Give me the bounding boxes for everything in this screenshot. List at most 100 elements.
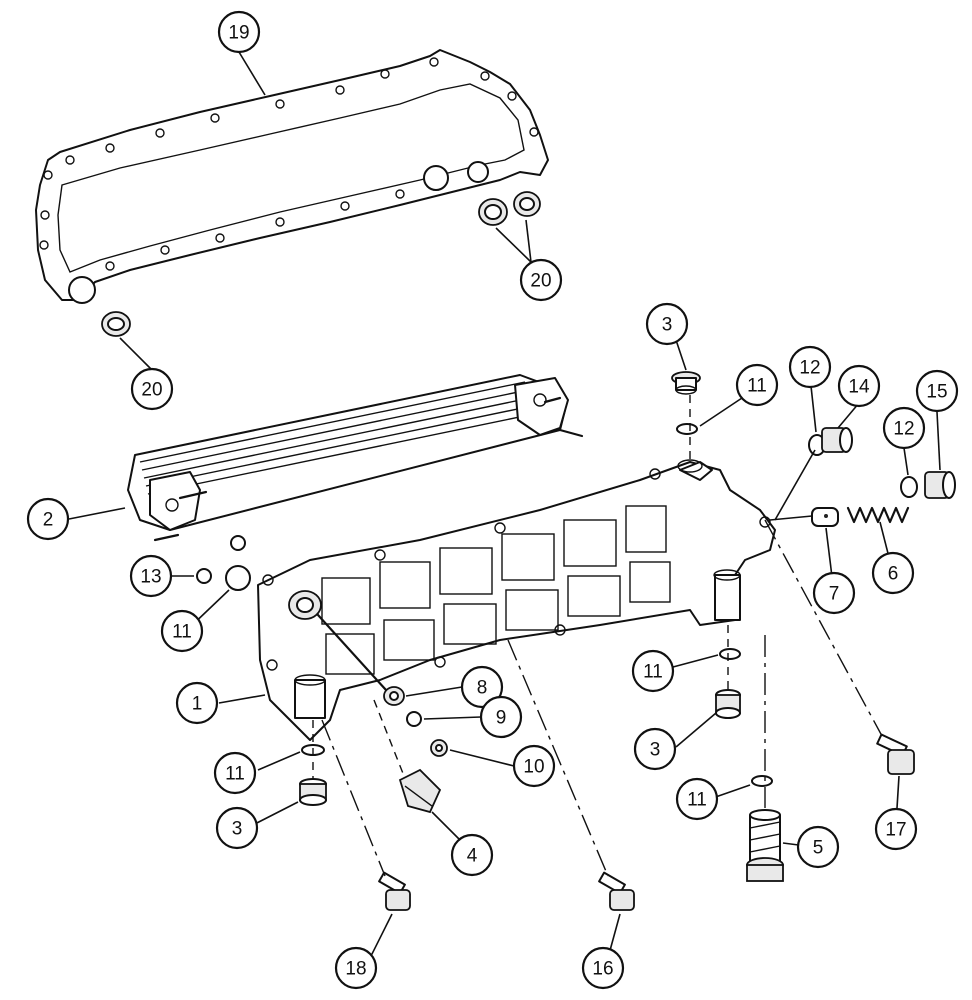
oring-11-left bbox=[225, 565, 251, 591]
callout-12: 12 bbox=[788, 345, 832, 389]
callout-layer: 1920203111214121521311761891011311341151… bbox=[26, 10, 959, 990]
callout-number: 11 bbox=[225, 764, 245, 785]
callout-circle bbox=[213, 751, 257, 795]
gasket-19 bbox=[35, 49, 549, 304]
callout-circle bbox=[217, 10, 261, 54]
callout-circle bbox=[874, 807, 918, 851]
piston-guide-line bbox=[769, 515, 813, 521]
callout-circle bbox=[160, 609, 204, 653]
callout-18: 18 bbox=[334, 946, 378, 990]
callout-circle bbox=[631, 649, 675, 693]
callout-number: 14 bbox=[848, 377, 870, 398]
callout-circle bbox=[633, 727, 677, 771]
callout-circle bbox=[735, 363, 779, 407]
callout-number: 3 bbox=[650, 740, 661, 761]
callout-number: 11 bbox=[643, 662, 663, 683]
callout-circle bbox=[175, 681, 219, 725]
callout-circle bbox=[460, 665, 504, 709]
bolt-5 bbox=[746, 809, 784, 882]
callout-3: 3 bbox=[633, 727, 677, 771]
callout-number: 12 bbox=[893, 419, 914, 440]
callout-8: 8 bbox=[460, 665, 504, 709]
callout-15: 15 bbox=[915, 369, 959, 413]
callout-number: 7 bbox=[829, 584, 840, 605]
oring-guide-line bbox=[774, 449, 816, 521]
washer-9 bbox=[406, 711, 422, 727]
callout-circle bbox=[450, 833, 494, 877]
callout-number: 6 bbox=[888, 564, 899, 585]
callout-number: 11 bbox=[747, 376, 767, 397]
plug-3-mid bbox=[715, 689, 741, 719]
callout-number: 3 bbox=[662, 315, 673, 336]
callout-number: 18 bbox=[345, 959, 366, 980]
housing-grid bbox=[321, 505, 671, 675]
callout-5: 5 bbox=[796, 825, 840, 869]
seal-20-right-a bbox=[478, 198, 508, 226]
oring-11-mid bbox=[719, 648, 741, 660]
callout-circle bbox=[334, 946, 378, 990]
oring-11-br bbox=[751, 775, 773, 787]
callout-10: 10 bbox=[512, 744, 556, 788]
callout-number: 19 bbox=[228, 23, 249, 44]
bolt-17 bbox=[876, 733, 915, 775]
spring-6 bbox=[846, 506, 910, 524]
callout-number: 10 bbox=[523, 757, 544, 778]
callout-number: 5 bbox=[813, 838, 824, 859]
callout-20: 20 bbox=[519, 258, 563, 302]
callout-number: 3 bbox=[232, 819, 243, 840]
seal-20-left bbox=[101, 311, 131, 337]
plug-3-top bbox=[671, 371, 701, 395]
callout-1: 1 bbox=[175, 681, 219, 725]
plug-3-bl bbox=[299, 778, 327, 806]
callout-17: 17 bbox=[874, 807, 918, 851]
callout-circle bbox=[796, 825, 840, 869]
callout-circle bbox=[215, 806, 259, 850]
callout-circle bbox=[26, 497, 70, 541]
callout-circle bbox=[837, 364, 881, 408]
callout-circle bbox=[581, 946, 625, 990]
callout-19: 19 bbox=[217, 10, 261, 54]
callout-number: 11 bbox=[687, 790, 707, 811]
callout-13: 13 bbox=[129, 554, 173, 598]
oring-11-top bbox=[676, 423, 698, 435]
callout-circle bbox=[871, 551, 915, 595]
callout-number: 20 bbox=[141, 380, 162, 401]
callout-number: 2 bbox=[43, 510, 54, 531]
callout-number: 20 bbox=[530, 271, 551, 292]
gasket-holes bbox=[39, 57, 539, 304]
callout-circle bbox=[512, 744, 556, 788]
callout-circle bbox=[130, 367, 174, 411]
callout-number: 11 bbox=[172, 622, 192, 643]
callout-number: 15 bbox=[926, 382, 947, 403]
bolt-16 bbox=[598, 871, 635, 911]
nut-10 bbox=[430, 739, 448, 757]
callout-number: 12 bbox=[799, 358, 820, 379]
callout-number: 13 bbox=[140, 567, 161, 588]
callout-number: 8 bbox=[477, 678, 488, 699]
cooler-housing-1 bbox=[257, 459, 776, 741]
leader-lines bbox=[68, 51, 941, 971]
callout-11: 11 bbox=[735, 363, 779, 407]
callout-circle bbox=[788, 345, 832, 389]
callout-circle bbox=[519, 258, 563, 302]
callout-circle bbox=[645, 302, 689, 346]
seal-20-right-b bbox=[513, 191, 541, 217]
callout-3: 3 bbox=[215, 806, 259, 850]
cooler-element-2 bbox=[127, 374, 584, 542]
callout-number: 17 bbox=[885, 820, 906, 841]
bolt-18 bbox=[378, 871, 411, 911]
callout-number: 4 bbox=[467, 846, 478, 867]
washer-8 bbox=[383, 686, 405, 706]
callout-11: 11 bbox=[213, 751, 257, 795]
valve-4 bbox=[398, 768, 442, 814]
callout-circle bbox=[882, 406, 926, 450]
callout-circle bbox=[675, 777, 719, 821]
callout-number: 9 bbox=[496, 708, 507, 729]
callout-3: 3 bbox=[645, 302, 689, 346]
callout-20: 20 bbox=[130, 367, 174, 411]
callout-14: 14 bbox=[837, 364, 881, 408]
callout-7: 7 bbox=[812, 571, 856, 615]
callout-11: 11 bbox=[631, 649, 675, 693]
